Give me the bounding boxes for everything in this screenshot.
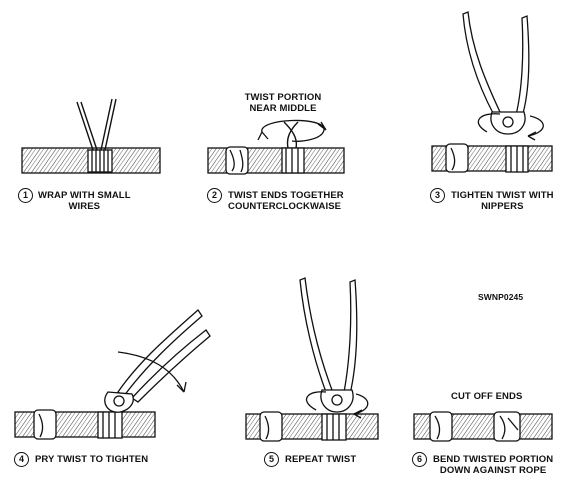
step-caption-2: TWIST ENDS TOGETHER COUNTERCLOCKWAISE bbox=[228, 190, 344, 212]
pry-arrow-4 bbox=[117, 351, 187, 393]
step-caption-2-line-1: TWIST ENDS TOGETHER bbox=[228, 190, 344, 201]
step-caption-3-line-1: TIGHTEN TWIST WITH bbox=[451, 190, 554, 201]
nippers-3 bbox=[462, 11, 530, 135]
rotation-arrow-5 bbox=[305, 391, 369, 419]
figure-code: SWNP0245 bbox=[478, 292, 524, 302]
step-number-3: 3 bbox=[430, 188, 445, 203]
step-caption-1: WRAP WITH SMALL WIRES bbox=[38, 190, 131, 212]
twist-portion-line-2: NEAR MIDDLE bbox=[249, 103, 317, 114]
rotation-arrow-2 bbox=[257, 119, 327, 142]
step-caption-1-line-2: WIRES bbox=[68, 201, 101, 212]
step-number-4: 4 bbox=[14, 452, 29, 467]
step-caption-3-line-2: NIPPERS bbox=[481, 201, 524, 212]
step-number-6: 6 bbox=[412, 452, 427, 467]
seizing-4 bbox=[33, 409, 57, 440]
seizing-2 bbox=[225, 146, 249, 175]
wire-wrap-4 bbox=[97, 411, 123, 439]
twist-portion-line-1: TWIST PORTION bbox=[244, 92, 322, 103]
nippers-5 bbox=[299, 277, 358, 413]
seizing-6-right bbox=[493, 411, 521, 442]
wire-ends-1 bbox=[76, 98, 117, 151]
wire-wrap-5 bbox=[321, 413, 347, 441]
seizing-5 bbox=[259, 411, 283, 442]
step-number-5: 5 bbox=[264, 452, 279, 467]
wire-wrap-2 bbox=[281, 147, 305, 174]
seizing-6-left bbox=[429, 411, 453, 442]
step-number-1: 1 bbox=[18, 188, 33, 203]
step-caption-3: TIGHTEN TWIST WITH NIPPERS bbox=[451, 190, 554, 212]
step-caption-6-line-2: DOWN AGAINST ROPE bbox=[439, 465, 547, 476]
step-caption-6-line-1: BEND TWISTED PORTION bbox=[433, 454, 554, 465]
twist-portion-annotation: TWIST PORTION NEAR MIDDLE bbox=[238, 92, 328, 114]
step-caption-4-line-1: PRY TWIST TO TIGHTEN bbox=[35, 454, 149, 465]
step-caption-5-line-1: REPEAT TWIST bbox=[285, 454, 357, 465]
wire-wrap-1 bbox=[87, 149, 113, 173]
seizing-3 bbox=[445, 143, 469, 173]
step-caption-2-line-2: COUNTERCLOCKWAISE bbox=[228, 201, 342, 212]
step-number-2: 2 bbox=[207, 188, 222, 203]
step-caption-6: BEND TWISTED PORTION DOWN AGAINST ROPE bbox=[433, 454, 553, 476]
cut-off-ends-annotation: CUT OFF ENDS bbox=[451, 391, 523, 402]
wire-wrap-3 bbox=[505, 145, 529, 173]
step-caption-1-line-1: WRAP WITH SMALL bbox=[38, 190, 131, 201]
twisted-ends-2 bbox=[283, 121, 299, 149]
step-caption-5: REPEAT TWIST bbox=[285, 454, 356, 465]
step-caption-4: PRY TWIST TO TIGHTEN bbox=[35, 454, 148, 465]
rotation-arrow-3 bbox=[477, 113, 544, 141]
nippers-4 bbox=[104, 309, 211, 413]
